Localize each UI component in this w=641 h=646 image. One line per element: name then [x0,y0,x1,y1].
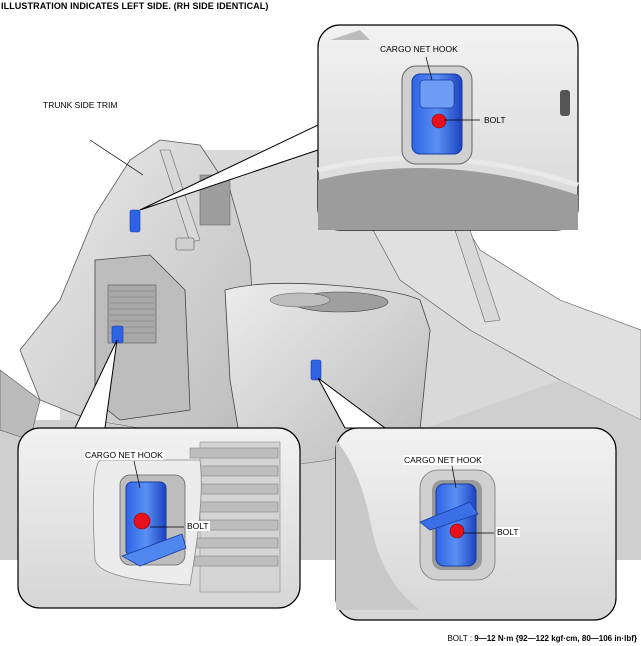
callout-lines [74,124,387,429]
label-trunk-side-trim: TRUNK SIDE TRIM [43,100,118,110]
inset-right [335,427,617,621]
leader-trunk-side-trim [89,139,144,176]
label-top-bolt: BOLT [484,115,506,125]
inset-left-bolt [133,512,151,530]
label-top-cargo-net-hook: CARGO NET HOOK [380,44,458,54]
header-note: ILLUSTRATION INDICATES LEFT SIDE. (RH SI… [1,1,269,11]
scene-hook-upper [129,209,141,233]
torque-spec-prefix: BOLT : [447,634,475,643]
scene-hook-right [310,359,322,381]
inset-top [317,24,579,231]
scene-hook-lower-left [111,325,124,344]
inset-left [17,427,301,609]
label-left-bolt: BOLT [186,521,210,531]
label-left-cargo-net-hook: CARGO NET HOOK [84,450,164,460]
belt-buckle [175,237,195,251]
inset-leaders [133,56,494,534]
label-right-cargo-net-hook: CARGO NET HOOK [403,455,483,465]
inset-right-bolt [449,523,465,539]
torque-spec-value: 9—12 N·m {92—122 kgf·cm, 80—106 in·lbf} [474,634,637,643]
inset-top-bolt [431,113,447,129]
torque-spec: BOLT : 9—12 N·m {92—122 kgf·cm, 80—106 i… [447,634,637,643]
label-right-bolt: BOLT [496,527,520,537]
